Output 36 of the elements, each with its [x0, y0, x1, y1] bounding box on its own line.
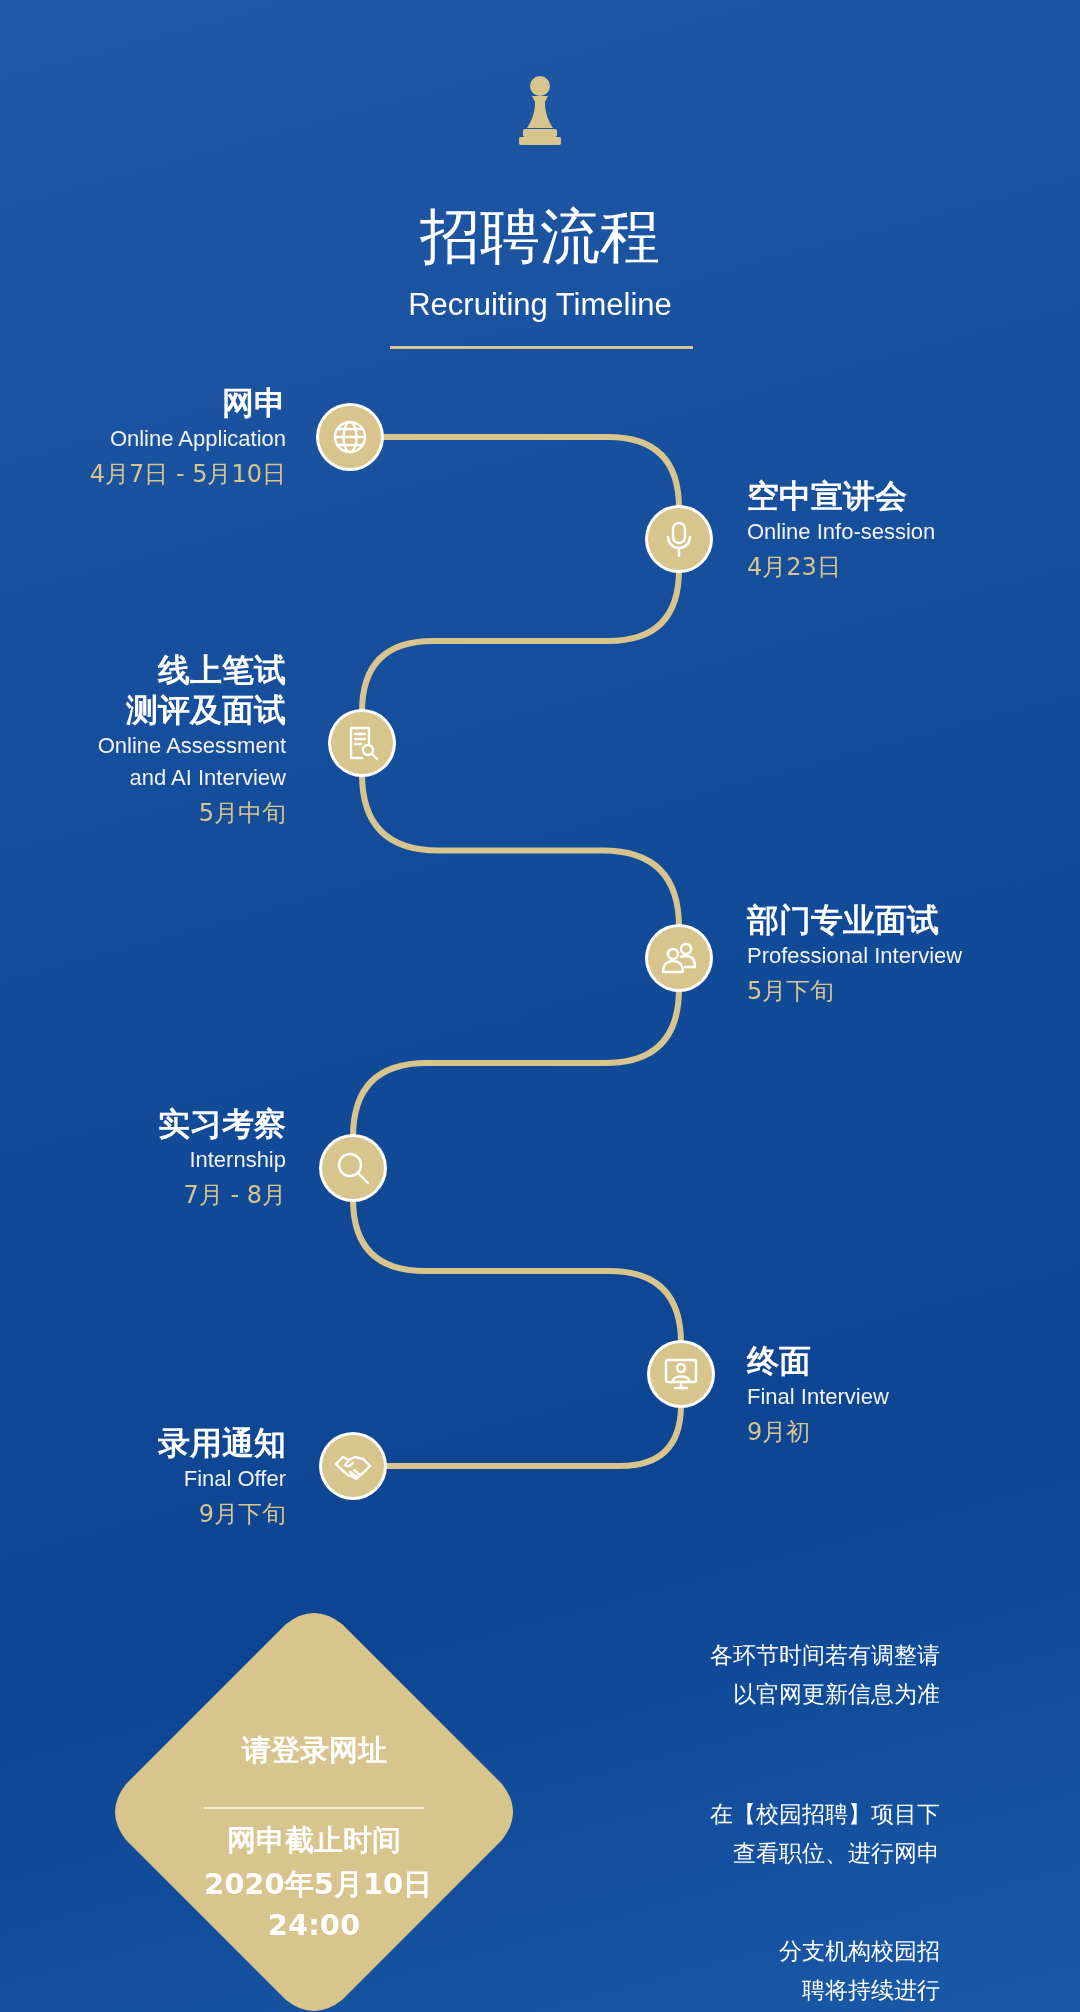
- step-title: 空中宣讲会: [747, 476, 908, 516]
- step-title: 网申: [221, 383, 286, 423]
- deadline-label: 网申截止时间: [226, 1822, 402, 1859]
- icon-circle: [648, 508, 710, 570]
- page-title: 招聘流程: [419, 200, 661, 272]
- note-text: 分支机构校园招聘将持续进行: [778, 1937, 940, 2006]
- note-text: 在【校园招聘】项目下查看职位、进行网申: [709, 1800, 940, 1869]
- step-title: 终面: [747, 1341, 812, 1381]
- step-subtitle: Internship: [188, 1146, 286, 1174]
- step-date: 5月中旬: [197, 797, 286, 829]
- icon-circle: [650, 1343, 712, 1405]
- icon-circle: [322, 1137, 384, 1199]
- prompt-text: 请登录网址: [240, 1732, 388, 1769]
- subtitle: Recruiting Timeline: [407, 287, 673, 323]
- step-date: 9月初: [747, 1416, 812, 1448]
- step-title: 部门专业面试: [747, 900, 940, 940]
- icon-circle: [331, 712, 393, 774]
- icon-circle: [648, 927, 710, 989]
- icon-circle: [319, 406, 381, 468]
- note-text: 各环节时间若有调整请以官网更新信息为准: [709, 1641, 940, 1710]
- step-title: 线上笔试测评及面试: [125, 650, 286, 730]
- deadline-diamond: [114, 1612, 514, 2012]
- step-date: 4月23日: [747, 551, 842, 583]
- step-date: 5月下旬: [747, 975, 836, 1007]
- icon-circle: [322, 1435, 384, 1497]
- step-subtitle: Professional Interview: [747, 942, 964, 970]
- step-subtitle: Online Info-session: [747, 518, 937, 546]
- step-date: 9月下旬: [197, 1498, 286, 1530]
- step-subtitle: Final Offer: [182, 1465, 286, 1493]
- step-date: 4月7日 - 5月10日: [88, 458, 286, 490]
- step-title: 实习考察: [157, 1104, 286, 1144]
- step-subtitle: Online Application: [108, 425, 286, 453]
- step-date: 7月 - 8月: [182, 1179, 286, 1211]
- step-title: 录用通知: [157, 1423, 286, 1463]
- step-subtitle: Online Assessment and AI Interview: [96, 732, 286, 792]
- step-subtitle: Final Interview: [747, 1383, 890, 1411]
